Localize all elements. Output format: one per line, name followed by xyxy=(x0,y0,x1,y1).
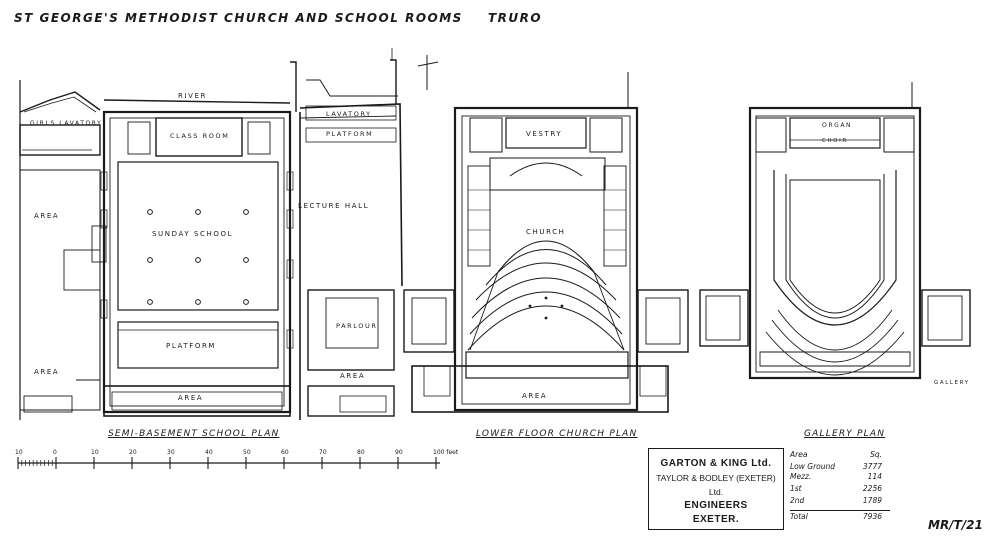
scale-label: 70 xyxy=(319,449,327,456)
caption-gallery: Gallery Plan xyxy=(804,429,886,439)
scale-label: 60 xyxy=(281,449,289,456)
scale-label: 10 xyxy=(15,449,23,456)
pillar-marker xyxy=(544,296,548,300)
label-church: Church xyxy=(526,228,566,236)
label-vestry: Vestry xyxy=(526,130,563,138)
drawing-reference: MR/T/21 xyxy=(928,518,983,532)
column-marker xyxy=(147,257,153,263)
scale-label: 10 xyxy=(91,449,99,456)
label-sunday-school: Sunday School xyxy=(152,230,234,238)
column-marker xyxy=(195,209,201,215)
label-area-basement: Area xyxy=(178,394,204,402)
pillar-marker xyxy=(544,316,548,320)
column-marker xyxy=(147,299,153,305)
column-marker xyxy=(195,257,201,263)
scale-label: 80 xyxy=(357,449,365,456)
scale-label: 90 xyxy=(395,449,403,456)
stamp-line-1: GARTON & KING Ltd. xyxy=(660,458,772,469)
label-lecture-hall: Lecture Hall xyxy=(298,202,370,210)
label-area-church: Area xyxy=(522,392,548,400)
lower-floor-church-plan xyxy=(403,72,689,413)
pillar-marker xyxy=(528,304,532,308)
scale-label: 20 xyxy=(129,449,137,456)
semi-basement-plan xyxy=(19,48,403,420)
scale-label: 30 xyxy=(167,449,175,456)
stamp-line-4: EXETER. xyxy=(692,514,740,525)
column-dots xyxy=(147,209,564,320)
label-platform-upper: Platform xyxy=(326,130,374,138)
label-river: River xyxy=(178,92,208,100)
area-row: Mezz.114 xyxy=(790,472,882,481)
stamp-line-3: ENGINEERS xyxy=(684,500,748,511)
column-marker xyxy=(195,299,201,305)
column-marker xyxy=(243,209,249,215)
gallery-plan xyxy=(699,82,971,380)
label-parlour: Parlour xyxy=(336,322,378,330)
column-marker xyxy=(243,257,249,263)
scale-ticks xyxy=(17,457,437,469)
caption-lower-floor: Lower Floor Church Plan xyxy=(476,429,638,439)
label-organ: Organ xyxy=(822,122,853,129)
column-marker xyxy=(243,299,249,305)
label-choir: Choir xyxy=(822,138,848,144)
drawing-town: Truro xyxy=(488,11,543,25)
label-lavatory: Lavatory xyxy=(326,110,372,118)
label-platform-lower: Platform xyxy=(166,342,217,350)
label-area-parlour: Area xyxy=(340,372,366,380)
label-gallery-note: Gallery xyxy=(934,380,970,386)
label-class-room: Class Room xyxy=(170,132,230,140)
pillar-marker xyxy=(560,304,564,308)
stamp-line-2: TAYLOR & BODLEY (EXETER) Ltd. xyxy=(656,473,776,497)
engineers-stamp: GARTON & KING Ltd. TAYLOR & BODLEY (EXET… xyxy=(648,448,784,530)
scale-label: 40 xyxy=(205,449,213,456)
scale-label: 0 xyxy=(53,449,57,456)
scale-label: 100 feet xyxy=(433,449,459,456)
drawing-title: St George's Methodist Church and School … xyxy=(14,11,463,25)
scale-label: 50 xyxy=(243,449,251,456)
label-girls-lavatory: Girls Lavatory xyxy=(30,120,103,127)
caption-semi-basement: Semi-Basement School Plan xyxy=(108,429,280,439)
label-area-bottom-left: Area xyxy=(34,368,60,376)
label-area-left: Area xyxy=(34,212,60,220)
column-marker xyxy=(147,209,153,215)
